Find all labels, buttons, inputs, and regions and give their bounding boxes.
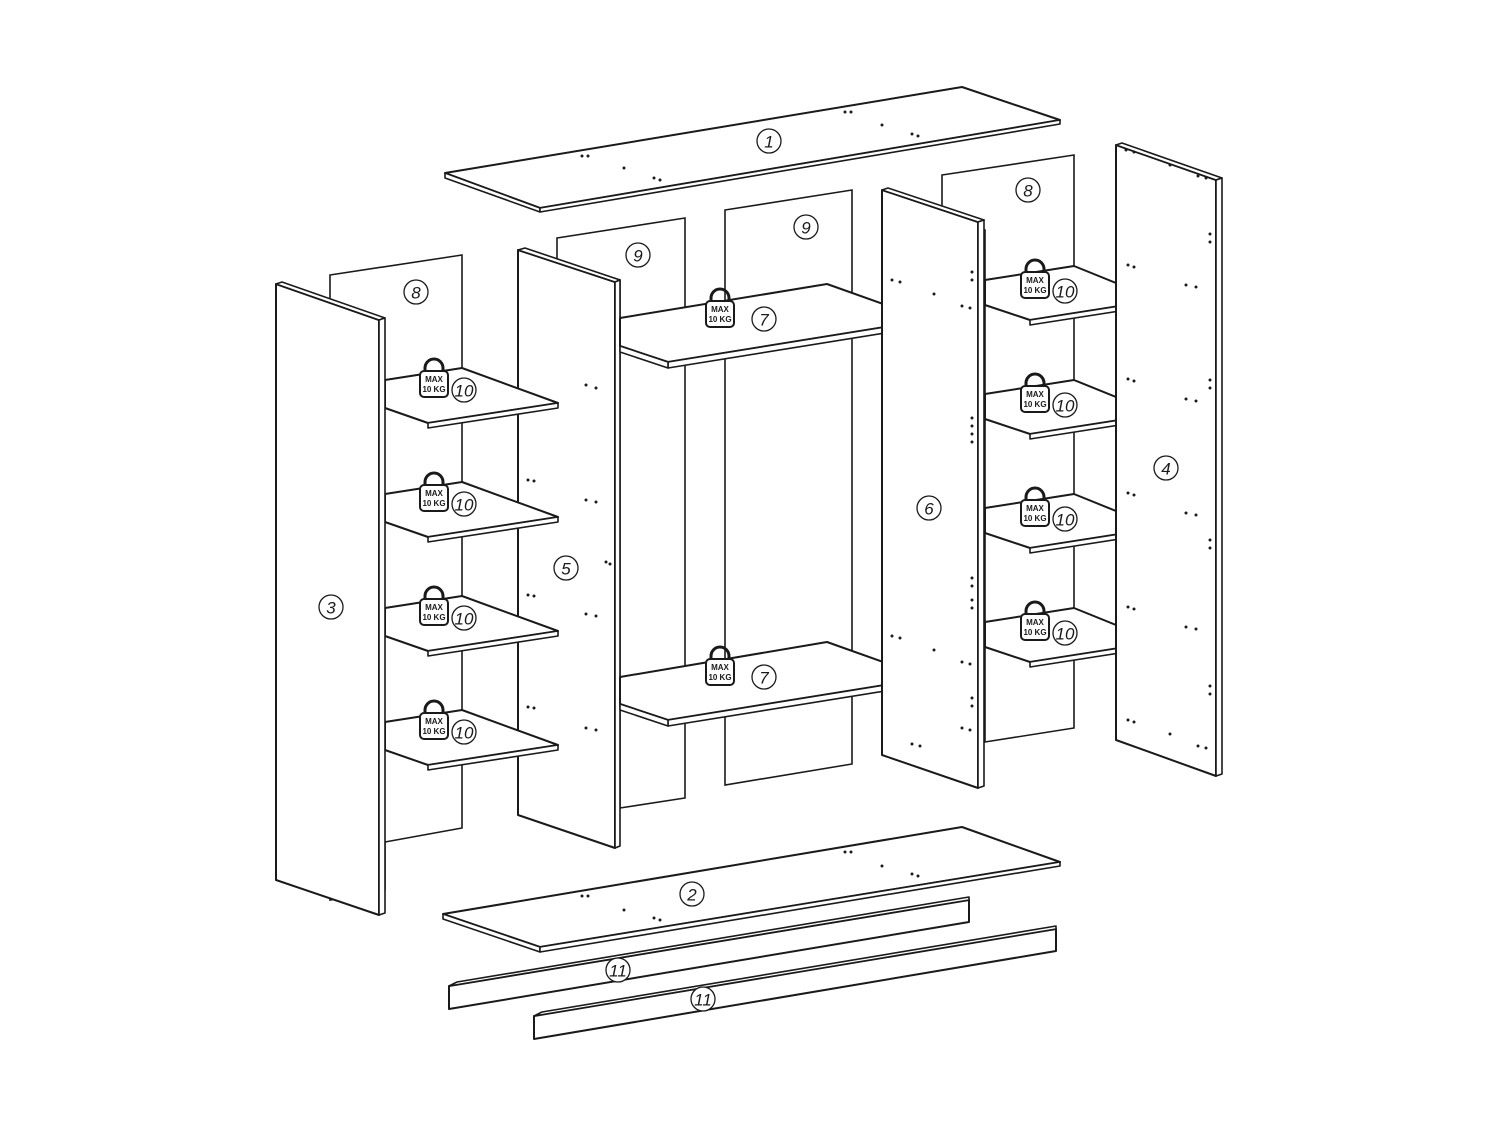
svg-text:9: 9 bbox=[801, 219, 811, 238]
weight-max-label: MAX bbox=[425, 375, 443, 384]
weight-max-label: MAX bbox=[1026, 618, 1044, 627]
svg-text:8: 8 bbox=[1023, 182, 1033, 201]
callout-5: 5 bbox=[553, 555, 579, 581]
callout-4: 4 bbox=[1153, 455, 1179, 481]
callout-10: 10 bbox=[451, 605, 477, 631]
weight-max-label: MAX bbox=[425, 603, 443, 612]
top-panel-holes bbox=[580, 110, 920, 182]
callout-9-right: 9 bbox=[793, 214, 819, 240]
svg-text:7: 7 bbox=[759, 669, 769, 688]
svg-text:6: 6 bbox=[924, 500, 934, 519]
callout-11-lower: 11 bbox=[690, 986, 716, 1012]
weight-value-label: 10 KG bbox=[708, 673, 731, 682]
weight-value-label: 10 KG bbox=[422, 727, 445, 736]
divider-left-holes bbox=[526, 383, 612, 732]
weight-value-label: 10 KG bbox=[1023, 400, 1046, 409]
weight-max-label: MAX bbox=[1026, 390, 1044, 399]
callout-6: 6 bbox=[916, 495, 942, 521]
weight-value-label: 10 KG bbox=[1023, 628, 1046, 637]
svg-text:1: 1 bbox=[764, 133, 773, 152]
bottom-panel bbox=[442, 826, 1061, 953]
callout-8-left: 8 bbox=[403, 279, 429, 305]
svg-text:10: 10 bbox=[1056, 625, 1075, 644]
divider-left bbox=[517, 247, 621, 849]
svg-text:10: 10 bbox=[455, 382, 474, 401]
svg-text:2: 2 bbox=[686, 886, 697, 905]
callout-7-upper: 7 bbox=[751, 306, 777, 332]
weight-value-label: 10 KG bbox=[422, 499, 445, 508]
svg-text:5: 5 bbox=[561, 560, 571, 579]
svg-text:9: 9 bbox=[633, 247, 643, 266]
side-panel-right-holes bbox=[1124, 148, 1212, 750]
svg-text:8: 8 bbox=[411, 284, 421, 303]
svg-text:4: 4 bbox=[1161, 460, 1170, 479]
weight-max-label: MAX bbox=[711, 663, 729, 672]
callout-10: 10 bbox=[1052, 278, 1078, 304]
callout-10: 10 bbox=[1052, 506, 1078, 532]
callout-10: 10 bbox=[1052, 620, 1078, 646]
svg-text:10: 10 bbox=[455, 496, 474, 515]
weight-max-label: MAX bbox=[425, 717, 443, 726]
top-panel bbox=[444, 86, 1061, 213]
svg-text:10: 10 bbox=[1056, 397, 1075, 416]
svg-text:10: 10 bbox=[455, 610, 474, 629]
callout-10: 10 bbox=[451, 377, 477, 403]
svg-text:7: 7 bbox=[759, 311, 769, 330]
svg-text:11: 11 bbox=[609, 962, 627, 981]
svg-text:10: 10 bbox=[1056, 511, 1075, 530]
callout-2: 2 bbox=[679, 881, 705, 907]
callout-7-lower: 7 bbox=[751, 664, 777, 690]
divider-right bbox=[881, 187, 985, 789]
weight-max-label: MAX bbox=[425, 489, 443, 498]
callout-11-upper: 11 bbox=[605, 957, 631, 983]
weight-max-label: MAX bbox=[1026, 276, 1044, 285]
svg-text:11: 11 bbox=[694, 991, 712, 1010]
callout-9-left: 9 bbox=[625, 242, 651, 268]
part-callouts: 1 2 3 4 5 6 7 7 bbox=[318, 128, 1179, 1012]
weight-max-label: MAX bbox=[1026, 504, 1044, 513]
callout-10: 10 bbox=[451, 491, 477, 517]
weight-value-label: 10 KG bbox=[422, 385, 445, 394]
svg-text:10: 10 bbox=[1056, 283, 1075, 302]
svg-text:3: 3 bbox=[326, 599, 336, 618]
callout-3: 3 bbox=[318, 594, 344, 620]
callout-10: 10 bbox=[1052, 392, 1078, 418]
svg-text:10: 10 bbox=[455, 724, 474, 743]
weight-value-label: 10 KG bbox=[422, 613, 445, 622]
weight-value-label: 10 KG bbox=[708, 315, 731, 324]
divider-right-holes bbox=[890, 270, 974, 748]
callout-1: 1 bbox=[756, 128, 782, 154]
weight-value-label: 10 KG bbox=[1023, 286, 1046, 295]
plinths bbox=[448, 896, 1057, 1040]
weight-value-label: 10 KG bbox=[1023, 514, 1046, 523]
weight-max-label: MAX bbox=[711, 305, 729, 314]
callout-8-right: 8 bbox=[1015, 177, 1041, 203]
bottom-panel-holes bbox=[580, 850, 920, 922]
callout-10: 10 bbox=[451, 719, 477, 745]
